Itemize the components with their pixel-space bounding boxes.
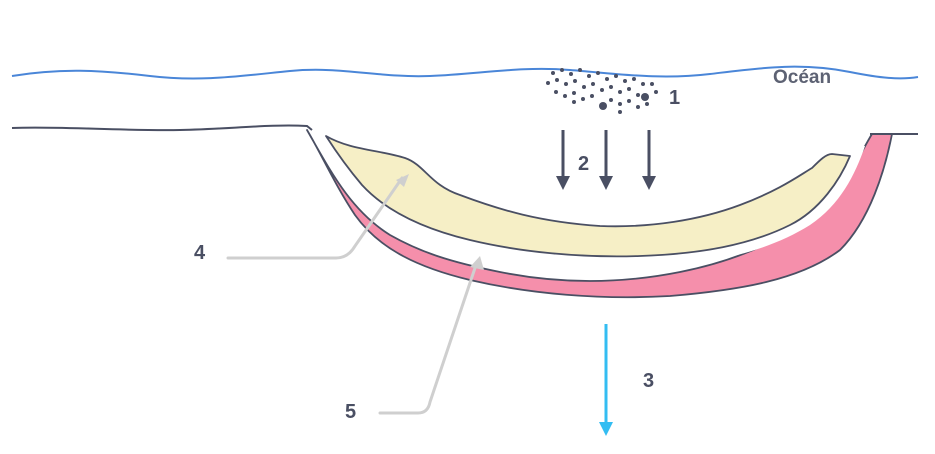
label-5: 5: [345, 401, 356, 423]
sediment-particles: [546, 68, 658, 114]
leader-arrowhead-5: [470, 256, 484, 270]
label-1: 1: [669, 87, 680, 109]
ocean-surface-line: [11, 65, 919, 80]
leader-line-5: [378, 263, 478, 415]
label-2: 2: [578, 153, 589, 175]
yellow-layer: [325, 135, 851, 258]
ocean-label: Océan: [773, 67, 831, 88]
leader-line-4: [226, 176, 404, 260]
seafloor-line: [11, 124, 313, 132]
label-4: 4: [194, 242, 206, 264]
leader-arrowhead-4: [396, 174, 409, 187]
subsidence-arrow: [599, 324, 613, 436]
label-3: 3: [643, 370, 654, 392]
settling-arrows: [556, 130, 656, 190]
